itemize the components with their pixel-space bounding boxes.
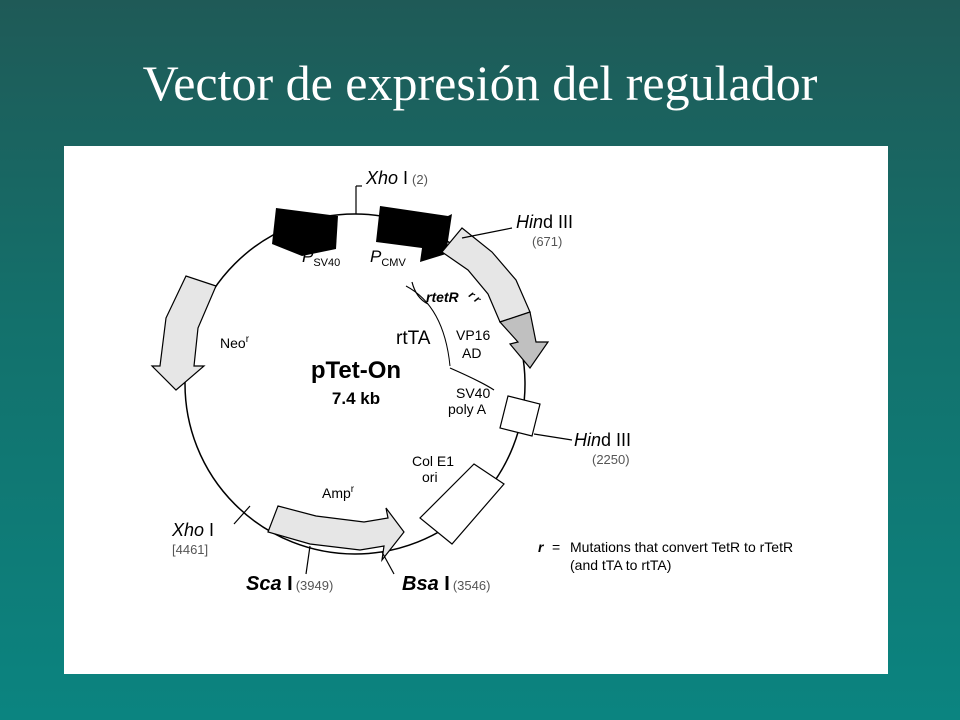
rtta-curve — [449, 367, 495, 391]
xho-left-tick — [233, 505, 251, 525]
bsa-tick — [381, 551, 395, 575]
promoter-pcmv-block — [376, 206, 452, 262]
vp16-segment — [498, 311, 550, 369]
plasmid-size: 7.4 kb — [332, 389, 380, 408]
bsa-label: Bsa I(3546) — [402, 573, 490, 595]
r-mutation-marks: r r — [466, 289, 483, 306]
plasmid-name: pTet-On — [311, 357, 401, 384]
plasmid-map: Xho I(2) Hind III (671) Hind III (2250) … — [150, 168, 793, 595]
rtta-gene-arrow — [441, 227, 531, 323]
xho-left-label: Xho I — [171, 520, 214, 540]
hind-right-pos: (2250) — [592, 452, 630, 467]
hind-top-tick — [461, 227, 513, 239]
neor-gene-arrow — [150, 275, 217, 391]
legend-symbol: r — [538, 539, 545, 555]
plasmid-backbone — [184, 213, 526, 555]
sv40-polya-box — [499, 395, 541, 437]
xho-left-pos: [4461] — [172, 542, 208, 557]
plasmid-map-panel: Xho I(2) Hind III (671) Hind III (2250) … — [64, 146, 888, 674]
hind-top-label: Hind III — [516, 212, 573, 232]
promoter-psv40-block — [272, 208, 338, 256]
hind-top-pos: (671) — [532, 234, 562, 249]
rtetr-curve — [411, 281, 429, 305]
cole1-label: Col E1 — [412, 453, 454, 469]
pcmv-label: PCMV — [370, 247, 406, 269]
sv40-label: SV40 — [456, 385, 490, 401]
rtta-label: rtTA — [396, 328, 431, 349]
legend-equals: = — [552, 539, 560, 555]
legend-line-2: (and tTA to rtTA) — [570, 557, 671, 573]
sca-label: Sca I(3949) — [246, 573, 333, 595]
sca-tick — [305, 545, 311, 575]
legend-line-1: Mutations that convert TetR to rTetR — [570, 539, 793, 555]
psv40-label: PSV40 — [302, 247, 340, 269]
cole1-ori-box — [419, 463, 505, 545]
rtetr-label: rtetR — [426, 289, 460, 305]
ad-label: AD — [462, 345, 481, 361]
ampr-gene-arrow — [267, 505, 405, 563]
vp16-label: VP16 — [456, 327, 490, 343]
neor-label: Neor — [220, 334, 250, 351]
polya-label: poly A — [448, 401, 487, 417]
hind-right-label: Hind III — [574, 430, 631, 450]
hind-right-tick — [533, 433, 573, 441]
xho-top-label: Xho I(2) — [365, 168, 428, 188]
ori-label: ori — [422, 469, 438, 485]
rtta-curve-inner — [405, 285, 451, 367]
slide-title: Vector de expresión del regulador — [142, 55, 818, 111]
ampr-label: Ampr — [322, 484, 355, 501]
